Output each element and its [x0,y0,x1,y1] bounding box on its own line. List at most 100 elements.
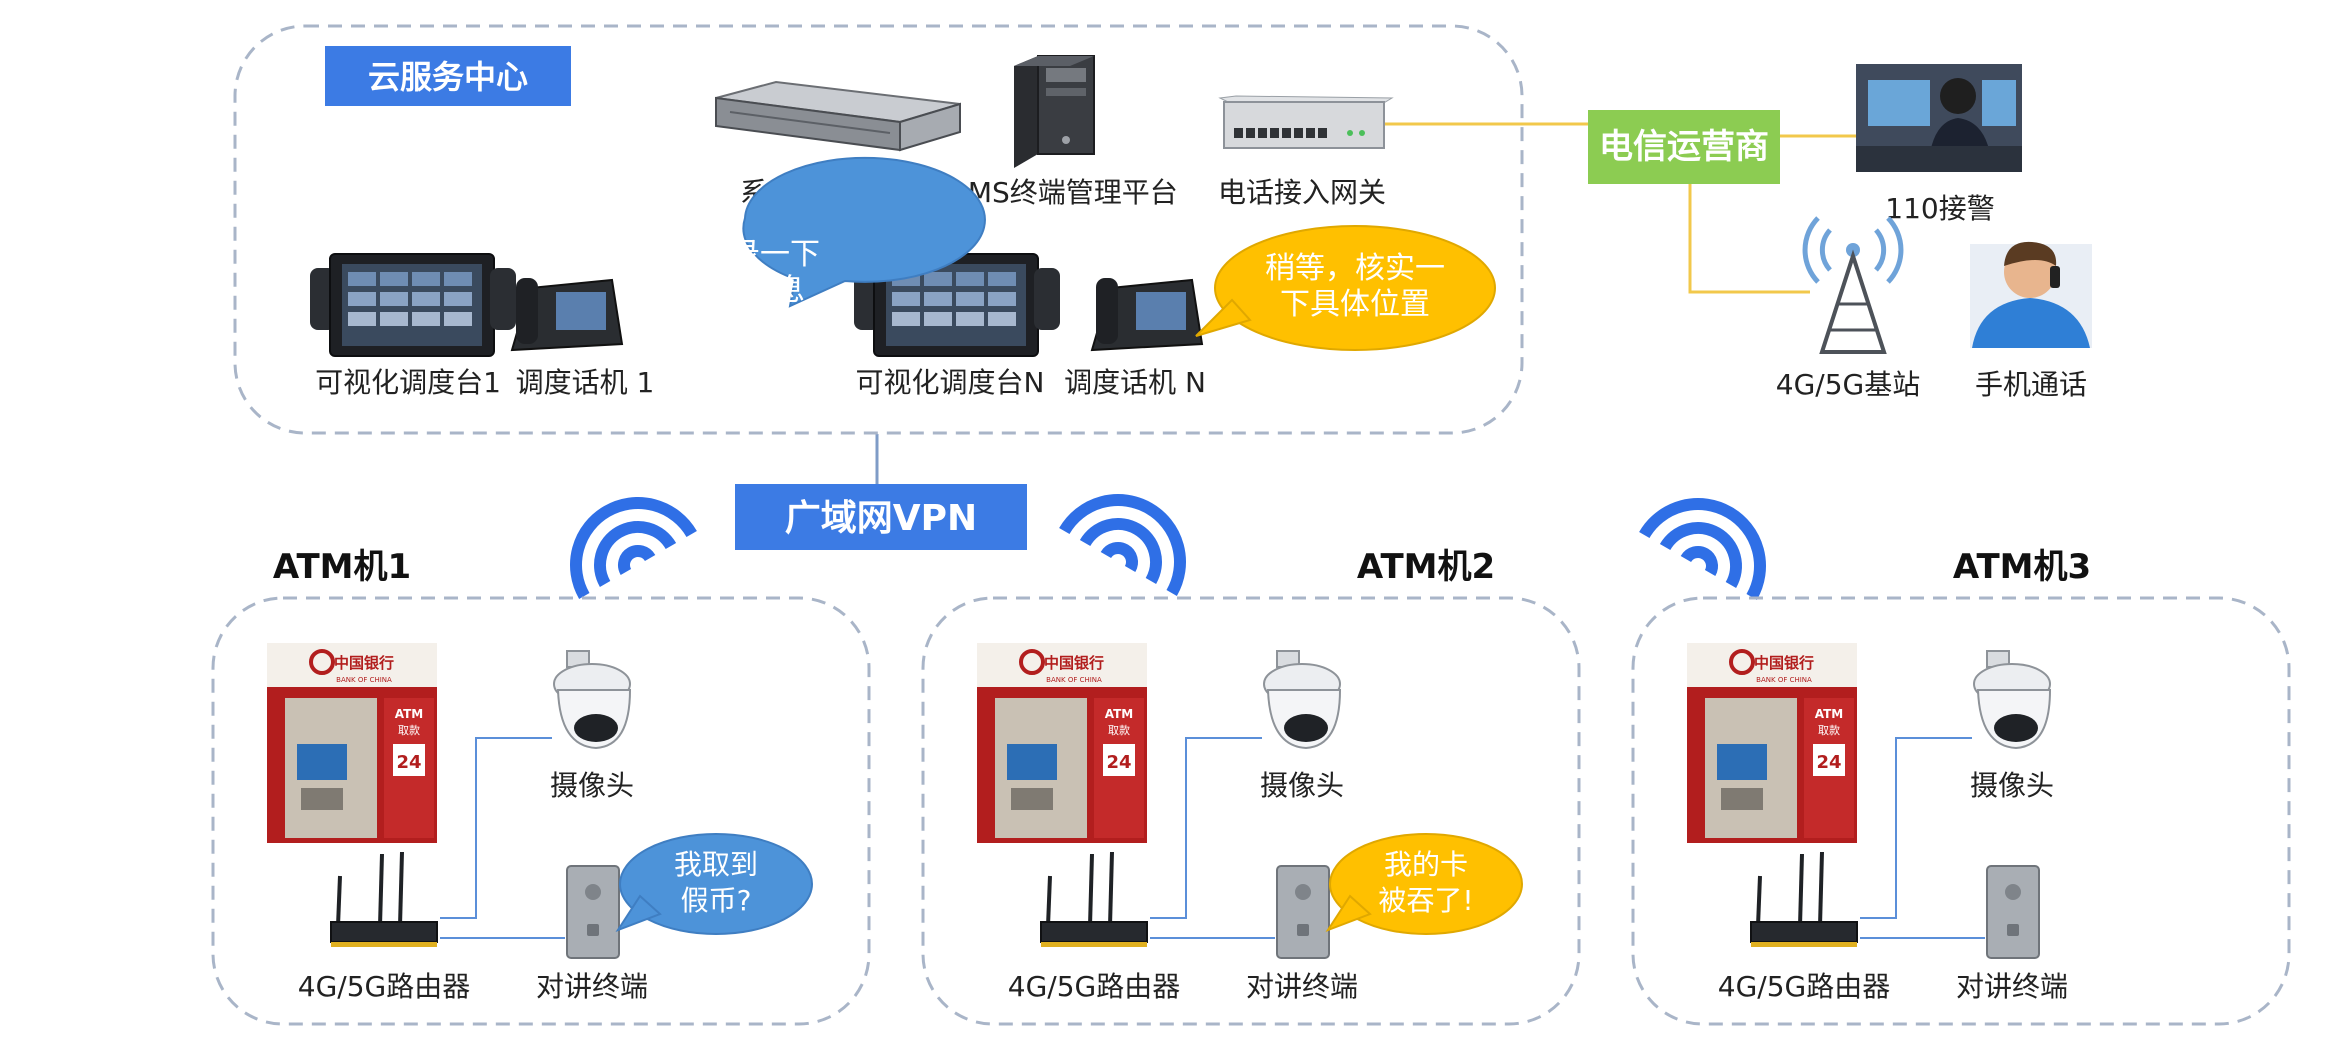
atm-title: ATM机3 [1953,547,2091,587]
phone-gateway [1218,95,1394,149]
router-antenna [1756,875,1762,927]
router-antenna [1088,853,1094,927]
camera-lens [1284,714,1328,742]
intercom-icon [1276,865,1330,959]
server-side [899,102,961,152]
gateway-port [1294,128,1303,138]
bank-name-cn: 中国银行 [1044,654,1104,672]
router-label: 4G/5G路由器 [1008,970,1180,1003]
console-tile [380,312,408,326]
intercom-icon [566,865,620,959]
tower-side [1014,56,1038,168]
camera-label: 摄像头 [1260,769,1344,802]
speech-bubble-verify: 稍等，核实一 下具体位置 [1195,225,1496,351]
bank-name-cn: 中国银行 [1754,654,1814,672]
mobile-caller [1970,241,2092,348]
camera-icon [1263,650,1342,750]
police-monitor [1982,80,2016,126]
atm-title: ATM机1 [273,547,411,587]
intercom-button [2007,924,2019,936]
atm-header-panel [267,643,437,687]
bubble-line: 下具体位置 [1280,287,1430,322]
atm-24h-text: 24 [1106,752,1131,773]
atm-screen [1007,744,1057,780]
bubble-line: 我的卡 [1384,848,1468,881]
bank-name-en: BANK OF CHINA [1756,676,1812,684]
station-label: 4G/5G基站 [1776,368,1920,401]
console-tile [444,312,472,326]
bubble-line: 被吞了! [1378,884,1473,917]
atm-screen [297,744,347,780]
router-icon [1040,851,1148,947]
wifi-arc [1059,494,1186,596]
consoleN-label: 可视化调度台N [856,366,1045,399]
console-tile [348,272,376,286]
console-tile [444,292,472,306]
dispatch-console-1 [310,253,516,357]
console-tile [988,272,1016,286]
police-operator [1856,64,2022,172]
console-tile [956,292,984,306]
signal-wave-icon [1874,228,1887,272]
phone-screen [556,292,606,330]
system-server [715,80,961,152]
atm-dashed-border [1631,596,2291,1026]
console-tile [924,312,952,326]
router-label: 4G/5G路由器 [298,970,470,1003]
gateway-led [1347,130,1353,136]
atm-24h-text: 24 [1816,752,1841,773]
router-body [330,921,438,943]
router-antenna [1818,851,1824,927]
bank-name-en: BANK OF CHINA [1046,676,1102,684]
wifi-arc [1639,498,1766,600]
dispatch-phone-1 [510,278,624,352]
tower-bay [1046,68,1086,82]
dispatch-phone-n [1090,278,1204,352]
console-tile [412,292,440,306]
intercom-speaker-icon [1295,884,1311,900]
fdms-tower [1014,55,1095,168]
gateway-label: 电话接入网关 [1218,176,1386,209]
bubble-shape [1329,833,1523,935]
bubble-shape [619,833,813,935]
camera-label: 摄像头 [1970,769,2054,802]
phone-handset [516,278,538,344]
camera-icon [553,650,632,750]
atm-24h-badge [393,744,425,776]
wifi-arc [1100,542,1138,572]
atm-keypad [1721,788,1763,810]
router-stripe [1751,942,1857,947]
camera-lens [1994,714,2038,742]
wifi-arc [1659,522,1742,588]
router-stripe [331,942,437,947]
atm-machine: 中国银行 BANK OF CHINA ATM 取款 24 [1687,643,1857,843]
intercom-speaker-icon [2005,884,2021,900]
gateway-port [1258,128,1267,138]
line-telecom-station [1688,184,1810,294]
atm-keypad [1011,788,1053,810]
bank-logo-icon [309,649,335,675]
atm-sign-qukuan: 取款 [1818,723,1840,737]
intercom-body [566,865,620,959]
atm-sign-text: ATM [1815,707,1843,721]
bank-logo-icon [1729,649,1755,675]
router-antenna [1108,851,1114,927]
wan-box [735,484,1027,550]
telecom-operator: 电信运营商 110接警 4G/5G基站 [1588,64,2092,401]
phoneN-label: 调度话机 N [1064,366,1206,399]
caller-hair [2004,241,2057,266]
console1-label: 可视化调度台1 [315,366,501,399]
wifi-arc [594,521,677,587]
tower-top [1014,56,1094,66]
cloud-title: 云服务中心 [368,58,528,96]
router-antenna [336,875,342,927]
gateway-port [1246,128,1255,138]
console-tile [924,272,952,286]
speech-bubble-record: 我记录一下 相关信息 [670,156,986,308]
router-icon [1750,851,1858,947]
